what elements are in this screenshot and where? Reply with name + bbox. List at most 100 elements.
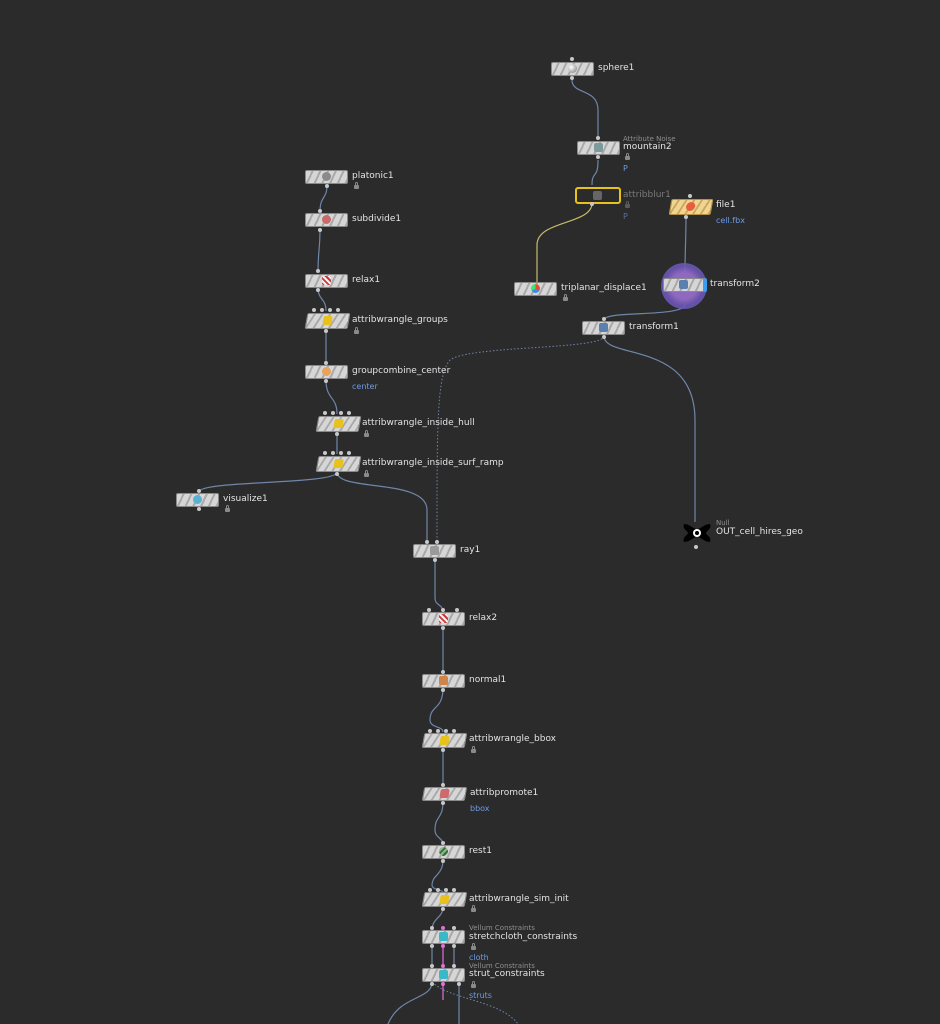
output-port[interactable] <box>441 859 445 863</box>
input-port[interactable] <box>441 964 445 968</box>
node-relax2[interactable] <box>422 612 465 626</box>
node-sphere1[interactable] <box>551 62 594 76</box>
output-port[interactable] <box>430 982 434 986</box>
input-port[interactable] <box>441 608 445 612</box>
output-port[interactable] <box>570 76 574 80</box>
node-attr-stretchcloth: cloth <box>469 953 489 962</box>
node-normal1[interactable] <box>422 674 465 688</box>
output-port[interactable] <box>433 558 437 562</box>
input-port[interactable] <box>444 888 448 892</box>
input-port[interactable] <box>336 308 340 312</box>
node-attribwrangle_inside_surf_ramp[interactable] <box>315 456 362 472</box>
input-port[interactable] <box>430 964 434 968</box>
input-port[interactable] <box>441 926 445 930</box>
input-port[interactable] <box>430 926 434 930</box>
output-port[interactable] <box>441 944 445 948</box>
sphere-icon <box>567 64 577 73</box>
input-port[interactable] <box>339 411 343 415</box>
output-port[interactable] <box>602 335 606 339</box>
node-transform2[interactable] <box>663 278 707 292</box>
input-port[interactable] <box>688 194 692 198</box>
node-triplanar_displace1[interactable] <box>514 282 557 296</box>
node-strut_constraints[interactable] <box>422 968 465 982</box>
node-platonic1[interactable] <box>305 170 348 184</box>
input-port[interactable] <box>347 451 351 455</box>
input-port[interactable] <box>316 269 320 273</box>
input-port[interactable] <box>436 729 440 733</box>
node-ray1[interactable] <box>413 544 456 558</box>
output-port[interactable] <box>325 184 329 188</box>
node-rest1[interactable] <box>422 845 465 859</box>
output-port[interactable] <box>441 626 445 630</box>
lock-icon <box>354 327 359 334</box>
node-file1[interactable] <box>668 199 714 215</box>
input-port[interactable] <box>452 964 456 968</box>
output-port[interactable] <box>318 228 322 232</box>
input-port[interactable] <box>428 729 432 733</box>
output-port[interactable] <box>684 215 688 219</box>
node-attribwrangle_inside_hull[interactable] <box>315 416 362 432</box>
transform-icon <box>598 323 608 332</box>
output-port[interactable] <box>441 982 445 986</box>
node-attribwrangle_groups[interactable] <box>304 313 351 329</box>
input-port[interactable] <box>452 888 456 892</box>
output-port[interactable] <box>441 801 445 805</box>
output-port[interactable] <box>452 944 456 948</box>
input-port[interactable] <box>331 451 335 455</box>
output-port[interactable] <box>441 688 445 692</box>
input-port[interactable] <box>444 729 448 733</box>
input-port[interactable] <box>323 411 327 415</box>
node-attribwrangle_bbox[interactable] <box>421 733 468 748</box>
input-port[interactable] <box>441 841 445 845</box>
input-port[interactable] <box>455 608 459 612</box>
input-port[interactable] <box>596 136 600 140</box>
input-port[interactable] <box>570 57 574 61</box>
output-port[interactable] <box>335 472 339 476</box>
node-relax1[interactable] <box>305 274 348 288</box>
node-stretchcloth_constraints[interactable] <box>422 930 465 944</box>
input-port[interactable] <box>428 888 432 892</box>
input-port[interactable] <box>323 451 327 455</box>
input-port[interactable] <box>427 608 431 612</box>
output-port[interactable] <box>441 907 445 911</box>
wire-surframp-ray <box>336 471 428 543</box>
input-port[interactable] <box>318 209 322 213</box>
node-subdivide1[interactable] <box>305 213 348 227</box>
output-port[interactable] <box>316 288 320 292</box>
node-mountain2[interactable] <box>577 141 620 155</box>
input-port[interactable] <box>331 411 335 415</box>
input-port[interactable] <box>347 411 351 415</box>
output-port[interactable] <box>457 982 461 986</box>
node-attribpromote1[interactable] <box>421 787 468 801</box>
input-port[interactable] <box>320 308 324 312</box>
input-port[interactable] <box>602 317 606 321</box>
input-port[interactable] <box>328 308 332 312</box>
output-port[interactable] <box>197 507 201 511</box>
output-port[interactable] <box>441 748 445 752</box>
output-port[interactable] <box>596 155 600 159</box>
node-groupcombine_center[interactable] <box>305 365 348 379</box>
input-port[interactable] <box>425 540 429 544</box>
node-attribwrangle_sim_init[interactable] <box>421 892 468 907</box>
input-port[interactable] <box>441 783 445 787</box>
input-port[interactable] <box>339 451 343 455</box>
output-port[interactable] <box>335 432 339 436</box>
input-port[interactable] <box>312 308 316 312</box>
output-port[interactable] <box>324 379 328 383</box>
input-port[interactable] <box>436 888 440 892</box>
node-visualize1[interactable] <box>176 493 219 507</box>
node-attribblur1[interactable] <box>575 187 621 204</box>
output-port[interactable] <box>430 944 434 948</box>
input-port[interactable] <box>441 670 445 674</box>
input-port[interactable] <box>452 926 456 930</box>
input-port[interactable] <box>197 489 201 493</box>
input-port[interactable] <box>435 540 439 544</box>
node-transform1[interactable] <box>582 321 625 335</box>
output-port[interactable] <box>694 545 698 549</box>
null-icon[interactable] <box>682 521 712 545</box>
input-port[interactable] <box>324 361 328 365</box>
output-port[interactable] <box>590 202 594 206</box>
input-port[interactable] <box>452 729 456 733</box>
output-port[interactable] <box>324 329 328 333</box>
